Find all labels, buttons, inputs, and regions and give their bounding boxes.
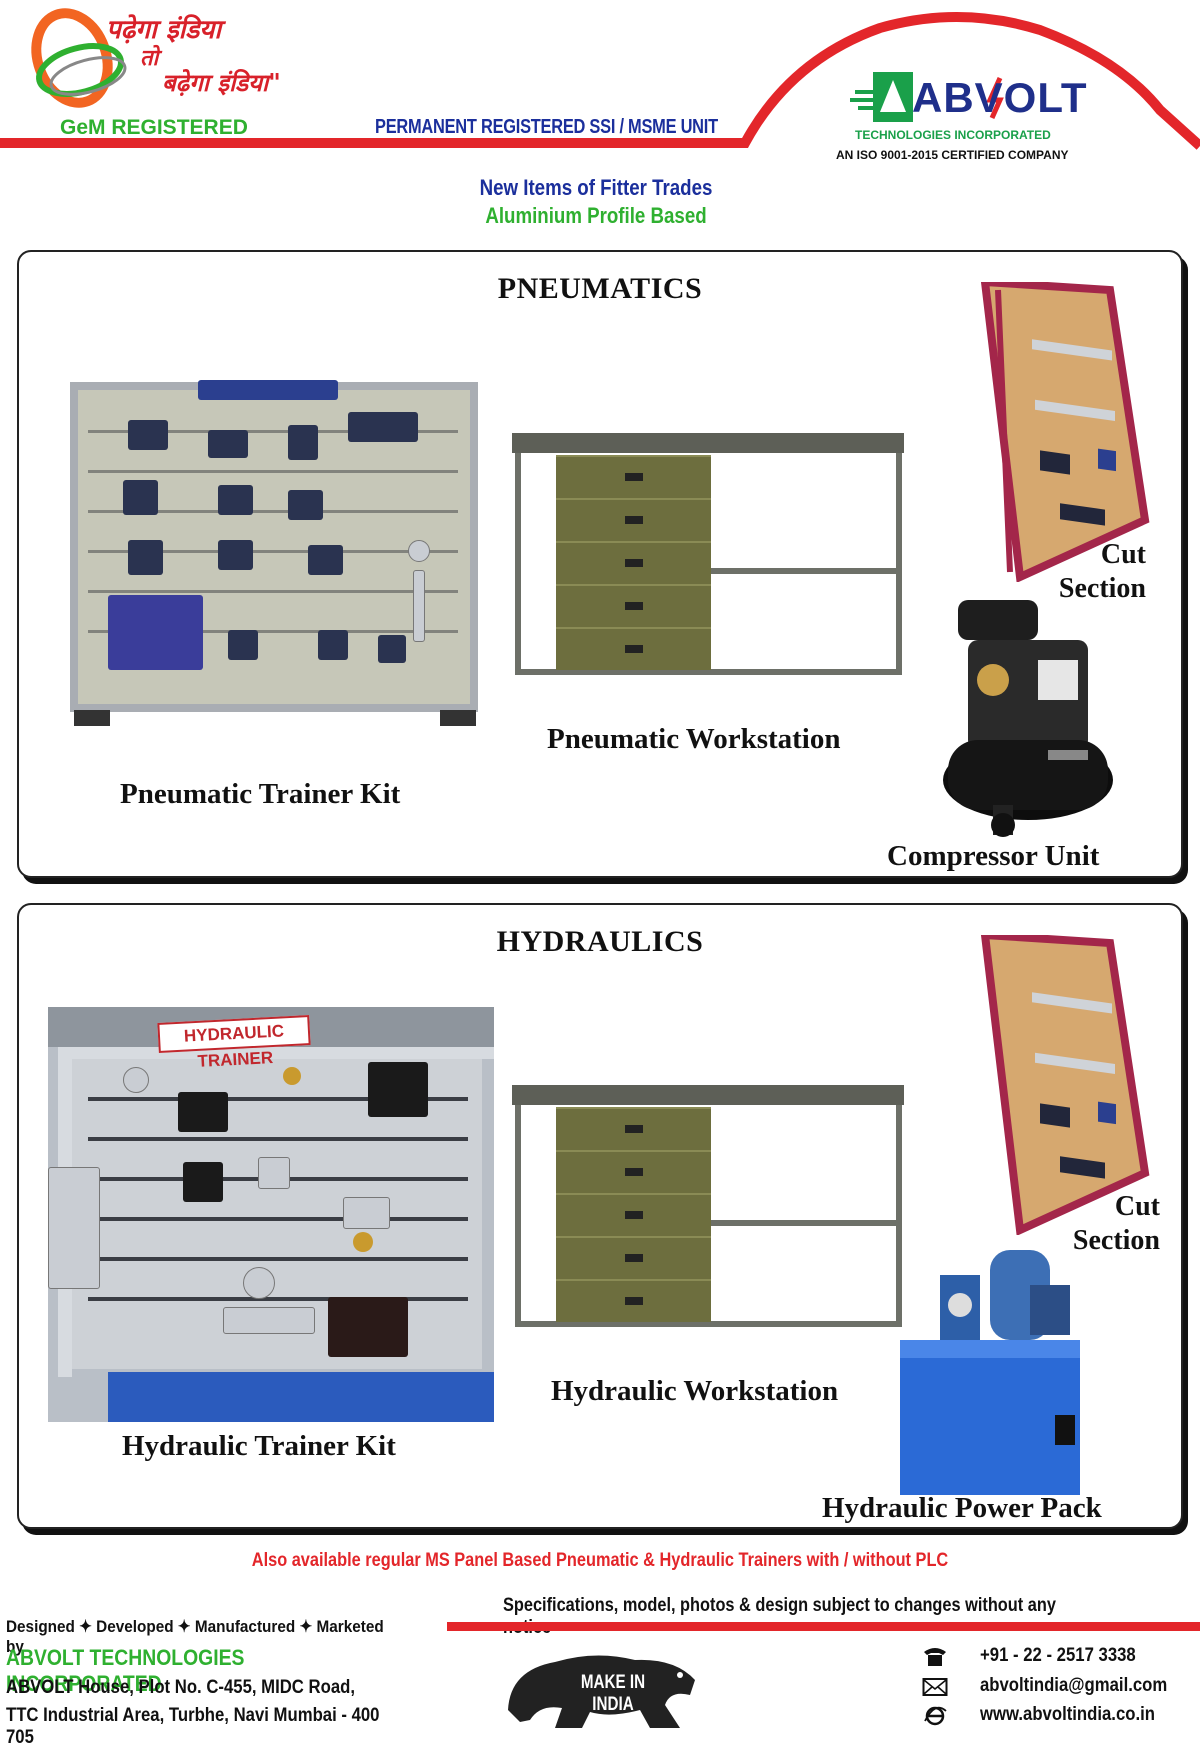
abvolt-logo-icon [850,72,1004,122]
phone-number: +91 - 22 - 2517 3338 [980,1645,1136,1666]
hydraulic-power-pack-image [900,1250,1080,1495]
address-line2: TTC Industrial Area, Turbhe, Navi Mumbai… [6,1705,380,1748]
website-url[interactable]: www.abvoltindia.co.in [980,1704,1155,1725]
iso-certification: AN ISO 9001-2015 CERTIFIED COMPANY [836,148,1069,162]
compressor-image [943,600,1113,837]
hydraulics-title: HYDRAULICS [496,925,704,958]
hydraulic-trainer-label: Hydraulic Trainer Kit [122,1430,396,1462]
phone-icon [924,1648,946,1666]
header-graphic [0,8,1200,150]
make-in-india-text: MAKE IN INDIA [580,1672,646,1715]
pneumatic-cut-label-1: Cut [1100,539,1146,570]
designed-by-text: Designed ✦ Developed ✦ Manufactured ✦ Ma… [6,1617,384,1656]
slogan-line3: बढ़ेगा इंडिया" [162,68,281,97]
footer-divider [447,1622,1200,1631]
subtitle-line2: Aluminium Profile Based [485,203,707,228]
company-name: ABVOLT TECHNOLOGIES INCORPORATED [6,1645,245,1696]
address-line1: ABVOLT House, Plot No. C-455, MIDC Road, [6,1677,355,1698]
hydraulic-cut-label-2: Section [1072,1225,1160,1256]
web-browser-icon [924,1706,947,1726]
beti-emblem-icon [31,8,127,108]
make-in-india-lion-icon [508,1655,695,1728]
gem-registered: GeM REGISTERED [60,116,248,139]
pneumatics-title: PNEUMATICS [497,272,703,305]
slogan-line1: पढ़ेगा इंडिया [106,15,222,45]
power-pack-label: Hydraulic Power Pack [822,1492,1102,1524]
pneumatic-cut-label-2: Section [1058,573,1146,604]
spec-notice: Specifications, model, photos & design s… [503,1595,1056,1638]
hydraulic-cut-label-1: Cut [1114,1191,1160,1222]
pneumatic-workstation-image [512,433,904,453]
logo-wordmark: ABVOLT [912,74,1088,121]
slogan-line2: तो [140,45,159,71]
hydraulic-cut-section-image [980,935,1150,1235]
also-available-text: Also available regular MS Panel Based Pn… [251,1550,949,1571]
ssi-msme-label: PERMANENT REGISTERED SSI / MSME UNIT [375,116,718,138]
pneumatic-cut-section-image [980,282,1150,582]
hydraulic-workstation-image [512,1085,904,1105]
pneumatic-trainer-image [70,380,478,712]
pneumatic-trainer-label: Pneumatic Trainer Kit [120,778,401,810]
pneumatic-workstation-label: Pneumatic Workstation [547,723,841,755]
email-icon [922,1678,948,1696]
subtitle-line1: New Items of Fitter Trades [479,175,713,200]
logo-subtitle: TECHNOLOGIES INCORPORATED [855,128,1051,142]
hydraulic-trainer-image: HYDRAULIC TRAINER [48,1007,494,1422]
compressor-label: Compressor Unit [887,840,1100,872]
email-address[interactable]: abvoltindia@gmail.com [980,1675,1168,1696]
hydraulic-workstation-label: Hydraulic Workstation [551,1375,839,1407]
